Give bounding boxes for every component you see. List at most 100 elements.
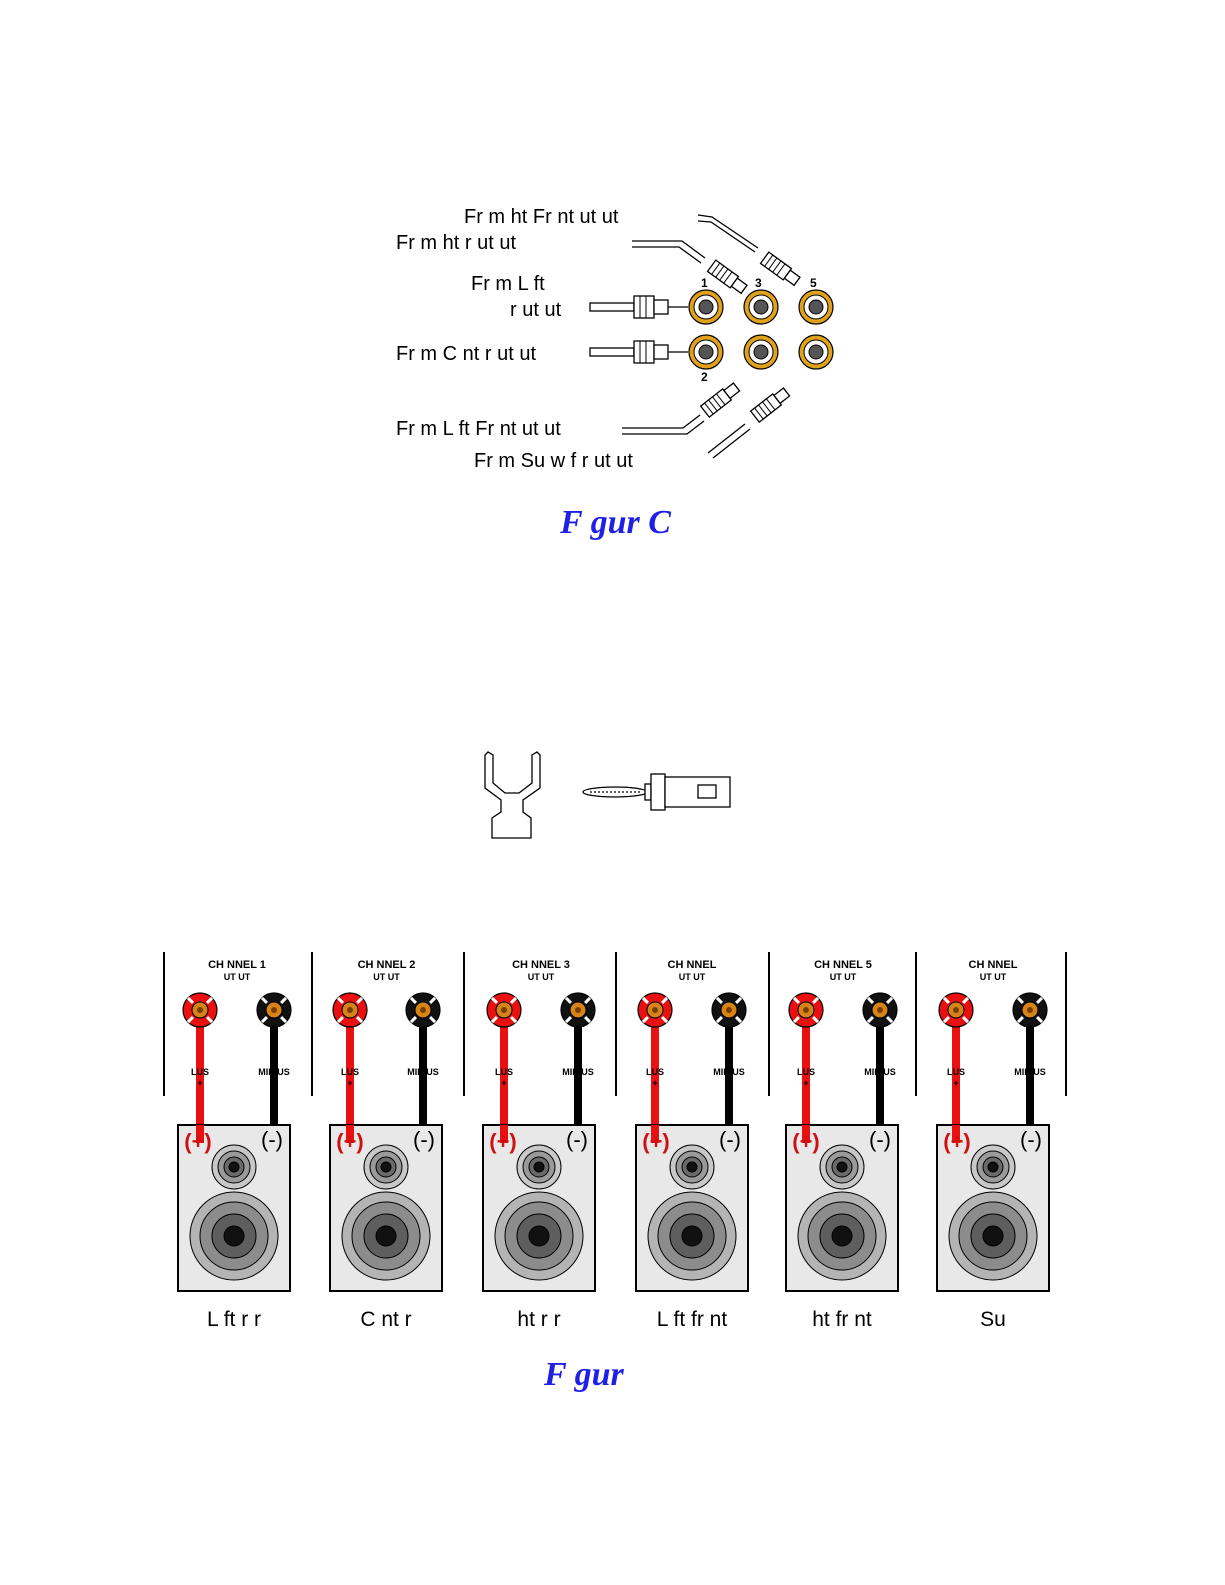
jack-number-1: 1 [701,276,708,290]
label-center-output: Fr m C nt r ut ut [396,343,536,365]
minus-label: MIN US [407,1067,439,1077]
speaker-plus-polarity: (+) [642,1129,670,1154]
plus-label: LUS [797,1067,815,1077]
plus-wire [500,1015,508,1143]
plus-wire [196,1015,204,1143]
speaker-cabinet-icon [329,1124,443,1292]
speaker-minus-polarity: (-) [566,1127,588,1152]
plus-terminal-icon[interactable] [182,992,218,1028]
plus-wire [952,1015,960,1143]
plus-sign: + [803,1078,808,1088]
speaker-minus-polarity: (-) [1020,1127,1042,1152]
channel-subtitle: UT UT [373,972,400,982]
plus-wire [346,1015,354,1143]
speaker-plus-polarity: (+) [184,1129,212,1154]
minus-wire [725,1015,733,1127]
minus-terminal-icon[interactable] [405,992,441,1028]
speaker-cabinet-icon [785,1124,899,1292]
minus-terminal-icon[interactable] [1012,992,1048,1028]
minus-sign: - [577,1078,580,1088]
channel-title: CH NNEL 3 [512,959,570,971]
plus-label: LUS [646,1067,664,1077]
speaker-cabinet-icon [177,1124,291,1292]
rca-jack-grid [688,289,834,370]
rca-plug-center [589,340,688,364]
minus-terminal-icon[interactable] [711,992,747,1028]
speaker-label: L ft fr nt [657,1308,728,1331]
label-left-rear-line1: Fr m L ft [471,273,545,295]
label-left-front-output: Fr m L ft Fr nt ut ut [396,418,561,440]
spade-connector-icon [484,751,541,839]
rca-jack-icon [798,289,834,325]
channel-title: CH NNEL [668,959,717,971]
minus-terminal-icon[interactable] [560,992,596,1028]
banana-plug-icon [582,773,731,811]
rca-plug-right-rear [706,259,748,295]
channel-subtitle: UT UT [528,972,555,982]
plus-label: LUS [341,1067,359,1077]
speaker-label: L ft r r [207,1308,261,1331]
speaker-label: ht fr nt [812,1308,872,1331]
speaker-label: Su [980,1308,1006,1331]
minus-sign: - [422,1078,425,1088]
speaker-cabinet-icon [936,1124,1050,1292]
minus-label: MIN US [1014,1067,1046,1077]
minus-label: MIN US [258,1067,290,1077]
speaker-label: ht r r [517,1308,560,1331]
plus-label: LUS [495,1067,513,1077]
figure-b-caption: F gur [543,1356,624,1393]
label-left-rear-line2: r ut ut [510,299,562,321]
rca-jack-icon [688,289,724,325]
plus-terminal-icon[interactable] [486,992,522,1028]
plus-sign: + [652,1078,657,1088]
channel-title: CH NNEL 2 [358,959,416,971]
minus-wire [1026,1015,1034,1127]
rca-jack-icon [798,334,834,370]
label-subwoofer-output: Fr m Su w f r ut ut [474,450,633,472]
plus-terminal-icon[interactable] [788,992,824,1028]
minus-sign: - [879,1078,882,1088]
rca-plug-left-rear [589,295,688,319]
speaker-minus-polarity: (-) [261,1127,283,1152]
rca-plug-subwoofer [749,387,791,424]
minus-sign: - [728,1078,731,1088]
speaker-plus-polarity: (+) [336,1129,364,1154]
speaker-minus-polarity: (-) [413,1127,435,1152]
channel-title: CH NNEL 5 [814,959,872,971]
minus-wire [419,1015,427,1127]
plus-terminal-icon[interactable] [332,992,368,1028]
plus-label: LUS [947,1067,965,1077]
jack-number-2: 2 [701,370,708,384]
speaker-minus-polarity: (-) [869,1127,891,1152]
channel-title: CH NNEL 1 [208,959,266,971]
label-right-front-output: Fr m ht Fr nt ut ut [464,206,619,228]
plus-terminal-icon[interactable] [637,992,673,1028]
plus-sign: + [347,1078,352,1088]
channel-dividers [163,952,1067,1096]
jack-number-5: 5 [810,276,817,290]
channel-subtitle: UT UT [224,972,251,982]
plus-label: LUS [191,1067,209,1077]
channel-subtitle: UT UT [679,972,706,982]
channel-subtitle: UT UT [980,972,1007,982]
speaker-plus-polarity: (+) [792,1129,820,1154]
rca-jack-icon [688,334,724,370]
plus-terminal-icon[interactable] [938,992,974,1028]
rca-cables [622,214,759,459]
minus-wire [876,1015,884,1127]
minus-sign: - [273,1078,276,1088]
minus-wire [574,1015,582,1127]
minus-terminal-icon[interactable] [256,992,292,1028]
speaker-plus-polarity: (+) [489,1129,517,1154]
minus-terminal-icon[interactable] [862,992,898,1028]
plus-sign: + [953,1078,958,1088]
minus-label: MIN US [713,1067,745,1077]
label-right-rear-output: Fr m ht r ut ut [396,232,516,254]
minus-wire [270,1015,278,1127]
speaker-plus-polarity: (+) [943,1129,971,1154]
channel-title: CH NNEL [969,959,1018,971]
